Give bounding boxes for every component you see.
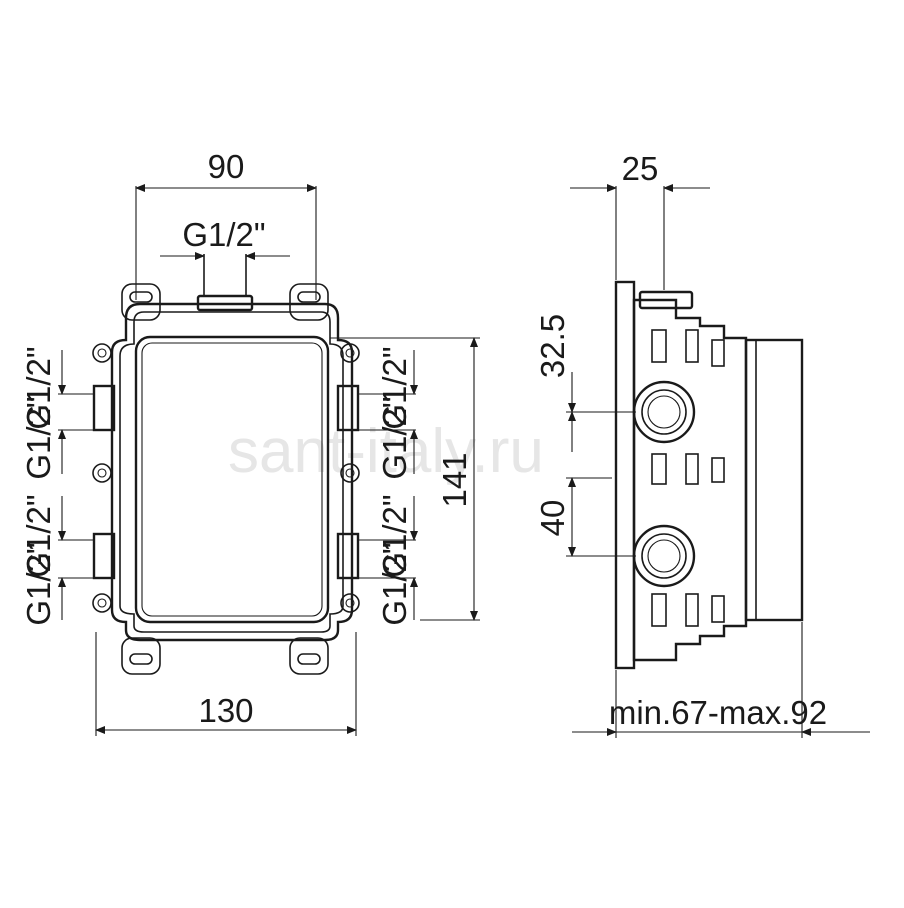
cover-plate	[134, 335, 330, 624]
label-right-upper: G1/2"	[376, 346, 413, 429]
valve-body	[632, 298, 748, 662]
body-ribs	[651, 329, 725, 627]
dim-range: min.67-max.92	[609, 694, 827, 731]
label-right-lower: G1/2"	[376, 494, 413, 577]
mounting-lug-bottom-left	[121, 637, 161, 675]
side-view: 25 32.5 40 min.67-max.92	[534, 150, 870, 738]
label-left-upper: G1/2"	[20, 346, 57, 429]
dim-height: 141	[436, 452, 473, 507]
dim-width-bottom: 130	[198, 692, 253, 729]
label-left-upper-inner: G1/2"	[20, 396, 57, 479]
dim-width-top: 90	[208, 148, 245, 185]
mounting-lug-top-left	[121, 283, 161, 321]
connection-upper	[632, 380, 696, 444]
connection-lower	[632, 524, 696, 588]
dim-depth-top: 25	[622, 150, 659, 187]
port-left-upper	[92, 384, 116, 432]
cover-sleeve	[744, 338, 804, 622]
label-left-lower-inner: G1/2"	[20, 542, 57, 625]
dim-inlet-top: G1/2"	[182, 216, 265, 253]
mounting-lug-bottom-right	[289, 637, 329, 675]
label-left-lower: G1/2"	[20, 494, 57, 577]
port-right-upper	[336, 384, 360, 432]
mounting-lug-top-right	[289, 283, 329, 321]
wall-plate	[614, 280, 636, 670]
watermark: sant-italy.ru	[228, 417, 544, 486]
dim-spacing: 40	[534, 500, 571, 537]
side-ears	[92, 343, 360, 613]
cover-plate-inner	[141, 342, 323, 617]
port-right-lower	[336, 532, 360, 580]
top-nozzle	[638, 290, 694, 310]
port-left-lower	[92, 532, 116, 580]
label-right-upper-inner: G1/2"	[376, 396, 413, 479]
housing-inner-outline	[119, 311, 344, 633]
dim-offset-upper: 32.5	[534, 314, 571, 378]
top-inlet	[196, 294, 254, 312]
front-view: 90 G1/2" 130 141 G1/2" G1/2" G1/2" G1/2"…	[20, 148, 480, 736]
label-right-lower-inner: G1/2"	[376, 542, 413, 625]
